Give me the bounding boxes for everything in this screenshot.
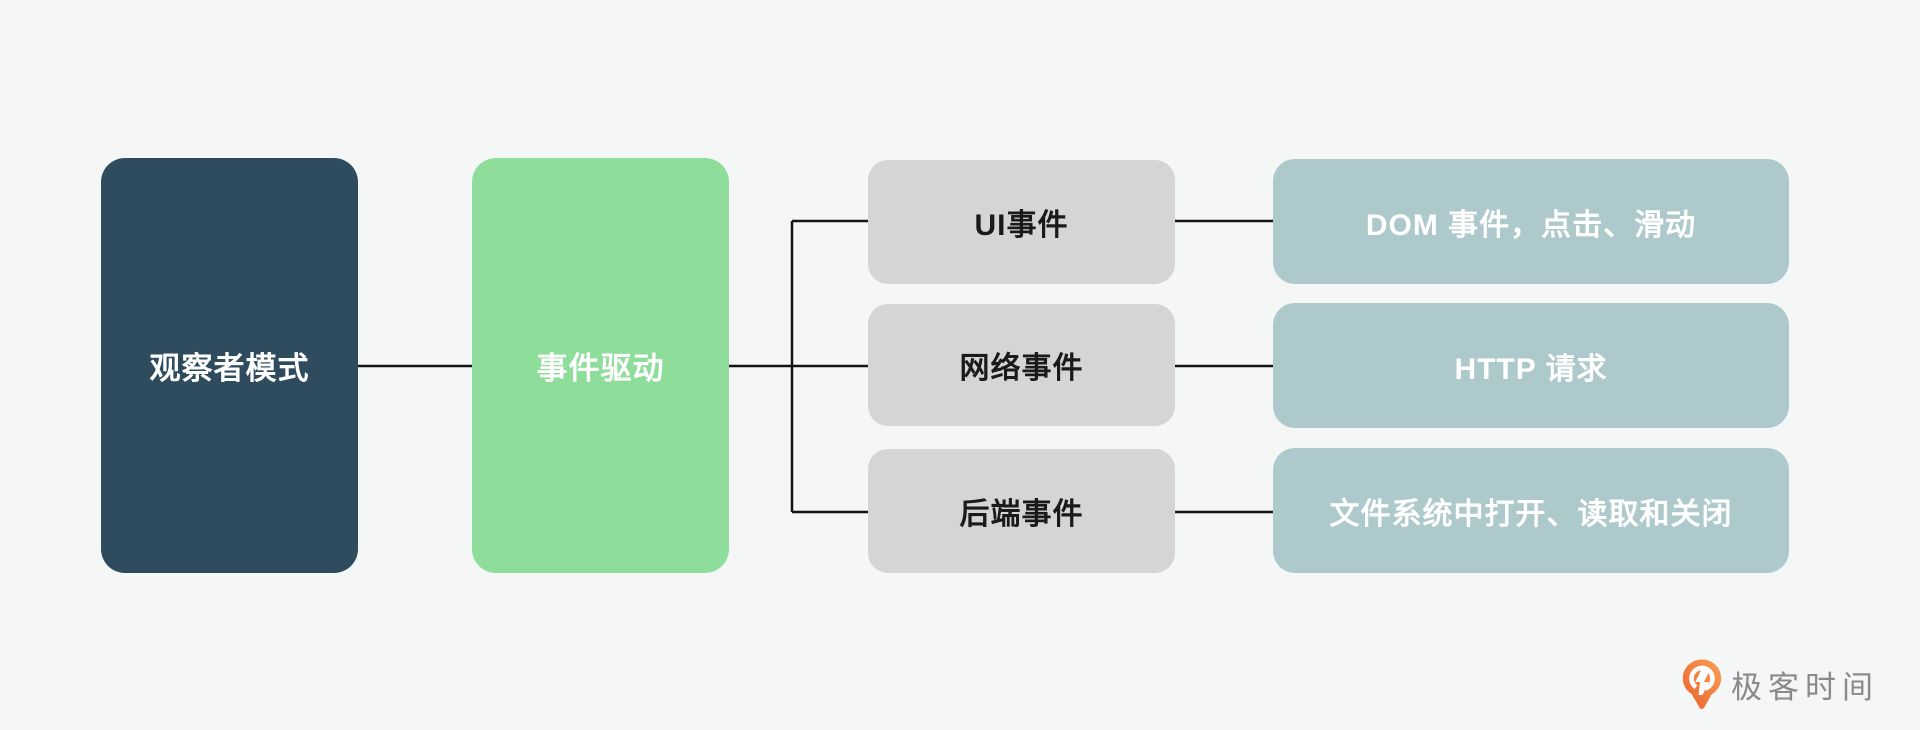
- geektime-logo-text: 极客时间: [1731, 669, 1879, 705]
- geektime-pin-icon: [1682, 659, 1722, 709]
- node-dom-events-detail: DOM 事件，点击、滑动: [1273, 159, 1789, 284]
- node-observer-pattern-label: 观察者模式: [149, 351, 310, 386]
- node-ui-events-label: UI事件: [974, 209, 1069, 242]
- node-filesystem-detail-label: 文件系统中打开、读取和关闭: [1329, 497, 1733, 531]
- node-backend-events-label: 后端事件: [959, 498, 1084, 531]
- node-event-driven: 事件驱动: [472, 158, 729, 573]
- node-observer-pattern: 观察者模式: [101, 158, 358, 573]
- node-filesystem-detail: 文件系统中打开、读取和关闭: [1273, 448, 1789, 573]
- node-event-driven-label: 事件驱动: [536, 351, 665, 386]
- node-ui-events: UI事件: [868, 160, 1175, 284]
- node-http-request-detail-label: HTTP 请求: [1454, 352, 1608, 386]
- node-network-events-label: 网络事件: [959, 352, 1084, 385]
- node-http-request-detail: HTTP 请求: [1273, 303, 1789, 428]
- node-dom-events-detail-label: DOM 事件，点击、滑动: [1365, 208, 1697, 242]
- geektime-logo: 极客时间: [1682, 659, 1879, 709]
- node-backend-events: 后端事件: [868, 449, 1175, 573]
- node-network-events: 网络事件: [868, 304, 1175, 426]
